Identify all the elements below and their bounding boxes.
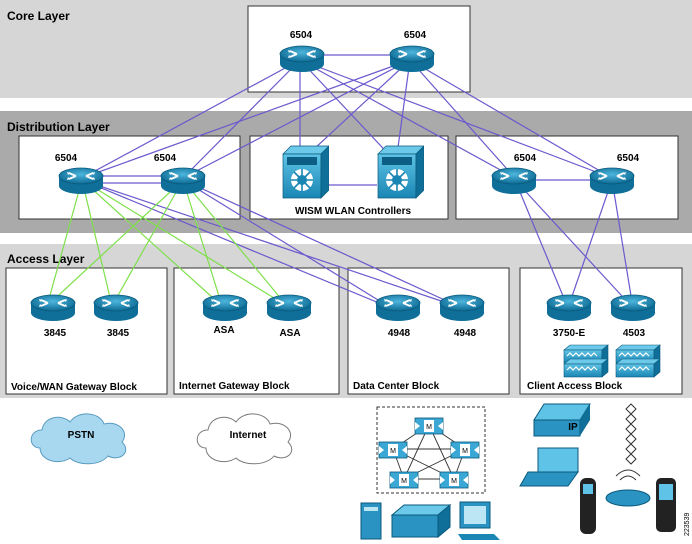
figure-id: 223539 <box>684 513 691 536</box>
client-router-2 <box>610 294 656 322</box>
core-layer-label: Core Layer <box>7 9 70 23</box>
core-router-right <box>389 45 435 73</box>
dist-a2-label: 6504 <box>154 153 177 164</box>
internet-cloud-icon <box>196 413 293 465</box>
storage-icon <box>390 503 452 539</box>
dist-a1-label: 6504 <box>55 153 78 164</box>
access-point-icon <box>605 469 651 507</box>
core-right-label: 6504 <box>404 30 427 41</box>
voice-2-label: 3845 <box>107 328 130 339</box>
wireless-signal-icon <box>625 403 637 465</box>
client-1-label: 3750-E <box>553 328 586 339</box>
distribution-layer-label: Distribution Layer <box>7 120 110 134</box>
datacenter-block-box <box>347 267 510 395</box>
inet-2-label: ASA <box>279 328 300 339</box>
dist-router-c2 <box>589 167 635 195</box>
datacenter-block-label: Data Center Block <box>353 381 440 392</box>
access-switch-3 <box>563 358 609 378</box>
wism-controller-right <box>377 145 424 199</box>
module-m-bottom-right: M <box>451 478 457 485</box>
voice-1-label: 3845 <box>44 328 67 339</box>
dist-c1-label: 6504 <box>514 153 537 164</box>
ip-phone-label: IP <box>568 422 578 433</box>
core-router-left <box>279 45 325 73</box>
client-router-1 <box>546 294 592 322</box>
inet-1-label: ASA <box>213 325 234 336</box>
pstn-label: PSTN <box>68 430 95 441</box>
module-m-left: M <box>390 448 396 455</box>
dist-c2-label: 6504 <box>617 153 640 164</box>
client-block-label: Client Access Block <box>527 381 623 392</box>
handset-icon <box>580 478 596 534</box>
dc-1-label: 4948 <box>388 328 411 339</box>
green-links <box>46 179 288 307</box>
workstation-icon <box>458 501 500 540</box>
module-m-bottom-left: M <box>401 478 407 485</box>
server-cluster-box <box>376 406 486 494</box>
dc-router-2 <box>439 294 485 322</box>
inet-router-1 <box>202 294 248 322</box>
dist-router-a2 <box>160 167 206 195</box>
ip-phone-icon <box>533 403 591 437</box>
dist-router-c1 <box>491 167 537 195</box>
voice-router-1 <box>30 294 76 322</box>
internet-label: Internet <box>230 430 267 441</box>
dc-router-1 <box>375 294 421 322</box>
module-m-top: M <box>426 424 432 431</box>
access-layer-label: Access Layer <box>7 252 85 266</box>
dist-box-left <box>18 135 241 220</box>
wism-label: WISM WLAN Controllers <box>295 206 412 217</box>
dist-router-a1 <box>58 167 104 195</box>
voice-block-label: Voice/WAN Gateway Block <box>11 382 137 393</box>
wism-controller-left <box>282 145 329 199</box>
wifi-phone-icon <box>656 478 676 532</box>
access-switch-4 <box>615 358 661 378</box>
pstn-cloud-icon <box>30 413 127 465</box>
dc-2-label: 4948 <box>454 328 477 339</box>
module-m-right: M <box>462 448 468 455</box>
client-2-label: 4503 <box>623 328 646 339</box>
core-left-label: 6504 <box>290 30 313 41</box>
laptop-icon <box>519 447 579 487</box>
internet-block-label: Internet Gateway Block <box>179 381 290 392</box>
voice-block-box <box>5 267 168 395</box>
server-tower-icon <box>360 502 382 540</box>
voice-router-2 <box>93 294 139 322</box>
internet-block-box <box>173 267 340 395</box>
inet-router-2 <box>266 294 312 322</box>
